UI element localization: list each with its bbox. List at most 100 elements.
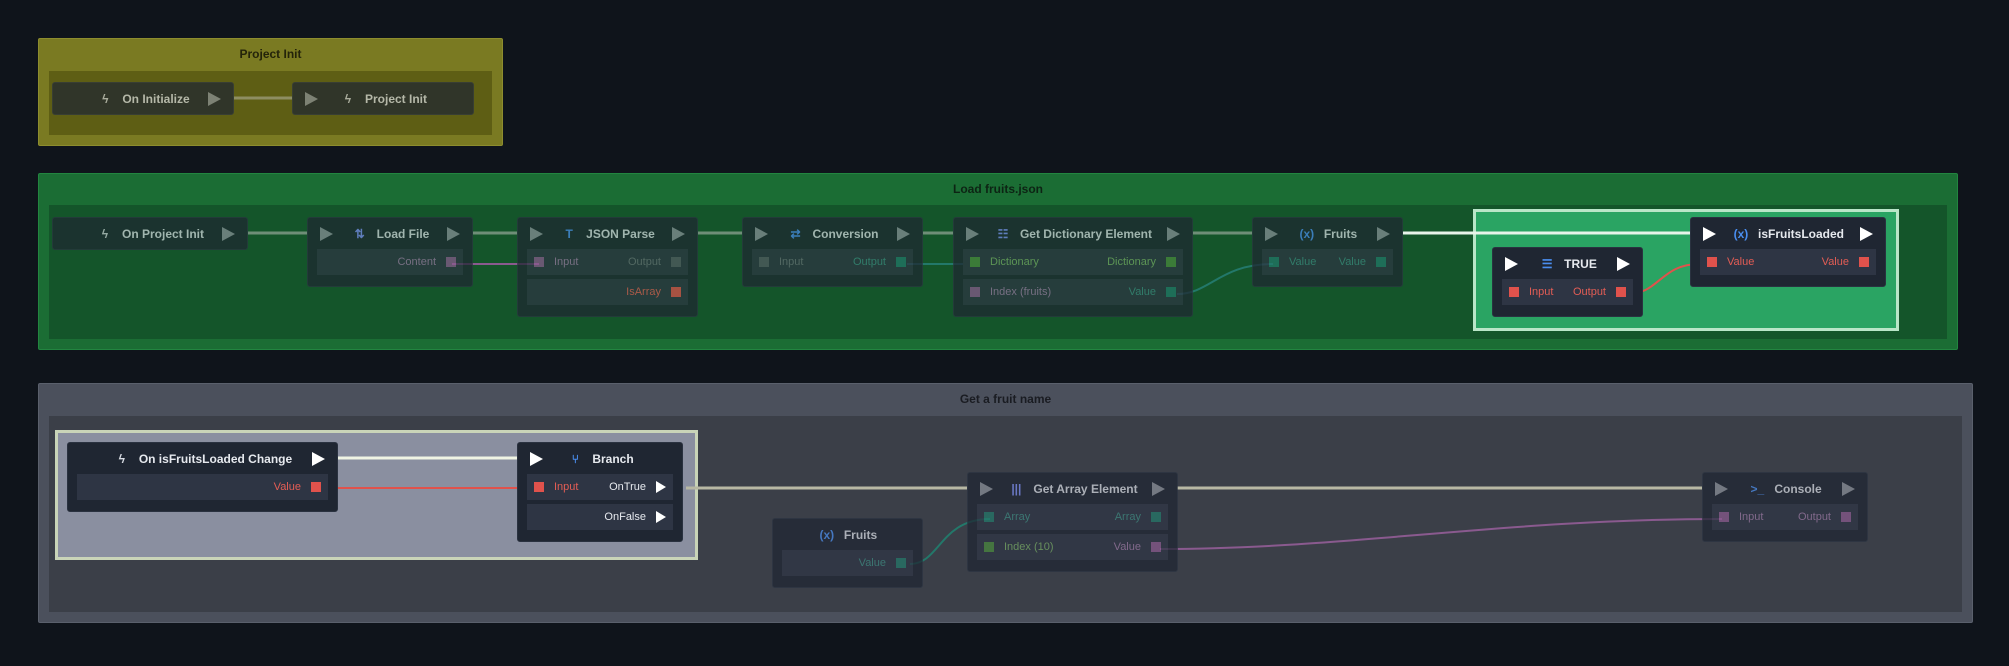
flow-out-pin[interactable]	[672, 227, 685, 241]
load-file-icon: ⇅	[354, 226, 365, 241]
flow-out-pin[interactable]	[1860, 227, 1873, 241]
variable-icon: (x)	[819, 527, 835, 542]
node-title: isFruitsLoaded	[1757, 226, 1844, 241]
node-title: Project Init	[364, 91, 427, 106]
is-array-output-pin[interactable]	[671, 287, 681, 297]
value-output-pin[interactable]	[1859, 257, 1869, 267]
flow-out-pin[interactable]	[1842, 482, 1855, 496]
pin-label: Index (fruits)	[990, 286, 1052, 298]
on-true-flow-pin[interactable]	[656, 481, 666, 493]
pin-label: Dictionary	[990, 256, 1039, 268]
flow-in-pin[interactable]	[320, 227, 333, 241]
value-output-pin[interactable]	[311, 482, 321, 492]
on-false-flow-pin[interactable]	[656, 511, 666, 523]
dictionary-icon: ☷	[997, 226, 1009, 241]
pin-label: Input	[554, 256, 579, 268]
node-title: Fruits	[1323, 226, 1358, 241]
pin-label: Value	[1113, 541, 1141, 553]
group-title: Load fruits.json	[953, 182, 1043, 196]
text-icon: T	[565, 226, 573, 241]
pin-label: Value	[1821, 256, 1849, 268]
value-output-pin[interactable]	[1166, 287, 1176, 297]
node-project-init[interactable]: ϟ Project Init	[292, 82, 474, 115]
pin-label: Value	[1289, 256, 1317, 268]
flow-in-pin[interactable]	[1505, 257, 1518, 271]
pin-label: Index (10)	[1004, 541, 1054, 553]
value-output-pin[interactable]	[1151, 542, 1161, 552]
flow-out-pin[interactable]	[897, 227, 910, 241]
flow-out-pin[interactable]	[1167, 227, 1180, 241]
flow-in-pin[interactable]	[1715, 482, 1728, 496]
flow-in-pin[interactable]	[1265, 227, 1278, 241]
index-input-pin[interactable]	[970, 287, 980, 297]
pin-label: Array	[1004, 511, 1031, 523]
input-pin[interactable]	[534, 257, 544, 267]
dictionary-output-pin[interactable]	[1166, 257, 1176, 267]
pin-label: Output	[627, 256, 661, 268]
flow-out-pin[interactable]	[222, 227, 235, 241]
value-output-pin[interactable]	[1376, 257, 1386, 267]
input-pin[interactable]	[1719, 512, 1729, 522]
node-fruits-get[interactable]: (x)Fruits Value	[772, 518, 923, 588]
flow-out-pin[interactable]	[447, 227, 460, 241]
index-input-pin[interactable]	[984, 542, 994, 552]
flow-out-pin[interactable]	[1617, 257, 1630, 271]
flow-in-pin[interactable]	[966, 227, 979, 241]
boolean-icon: ☰	[1541, 256, 1553, 271]
array-output-pin[interactable]	[1151, 512, 1161, 522]
flow-in-pin[interactable]	[980, 482, 993, 496]
bolt-icon: ϟ	[344, 91, 352, 106]
pin-label: Array	[1114, 511, 1141, 523]
pin-label: Input	[1529, 286, 1554, 298]
pin-label: IsArray	[626, 286, 661, 298]
input-pin[interactable]	[534, 482, 544, 492]
flow-in-pin[interactable]	[755, 227, 768, 241]
flow-out-pin[interactable]	[208, 92, 221, 106]
content-output-pin[interactable]	[446, 257, 456, 267]
node-title: On isFruitsLoaded Change	[138, 451, 293, 466]
array-input-pin[interactable]	[984, 512, 994, 522]
output-pin[interactable]	[1616, 287, 1626, 297]
node-title: JSON Parse	[586, 226, 655, 241]
flow-in-pin[interactable]	[1703, 227, 1716, 241]
flow-in-pin[interactable]	[530, 452, 543, 466]
flow-in-pin[interactable]	[530, 227, 543, 241]
input-pin[interactable]	[759, 257, 769, 267]
node-title: TRUE	[1564, 256, 1597, 271]
pin-label: Input	[1739, 511, 1764, 523]
flow-out-pin[interactable]	[312, 452, 325, 466]
input-pin[interactable]	[1509, 287, 1519, 297]
value-input-pin[interactable]	[1269, 257, 1279, 267]
value-output-pin[interactable]	[896, 558, 906, 568]
output-pin[interactable]	[896, 257, 906, 267]
flow-out-pin[interactable]	[1152, 482, 1165, 496]
pin-label: Content	[397, 256, 436, 268]
group-title: Get a fruit name	[959, 392, 1052, 406]
bolt-icon: ϟ	[102, 91, 109, 106]
output-pin[interactable]	[671, 257, 681, 267]
node-json-parse[interactable]: T JSON Parse Input Output IsArray	[517, 217, 698, 317]
bolt-icon: ϟ	[118, 451, 125, 466]
flow-in-pin[interactable]	[305, 92, 318, 106]
pin-label: OnFalse	[604, 511, 646, 523]
output-pin[interactable]	[1841, 512, 1851, 522]
value-input-pin[interactable]	[1707, 257, 1717, 267]
pin-label: Value	[858, 557, 886, 569]
flow-out-pin[interactable]	[1377, 227, 1390, 241]
node-title: Conversion	[812, 226, 879, 241]
dictionary-input-pin[interactable]	[970, 257, 980, 267]
node-title: Branch	[592, 451, 634, 466]
node-load-file[interactable]: ⇅Load File Content	[307, 217, 473, 287]
pin-label: Output	[1797, 511, 1831, 523]
